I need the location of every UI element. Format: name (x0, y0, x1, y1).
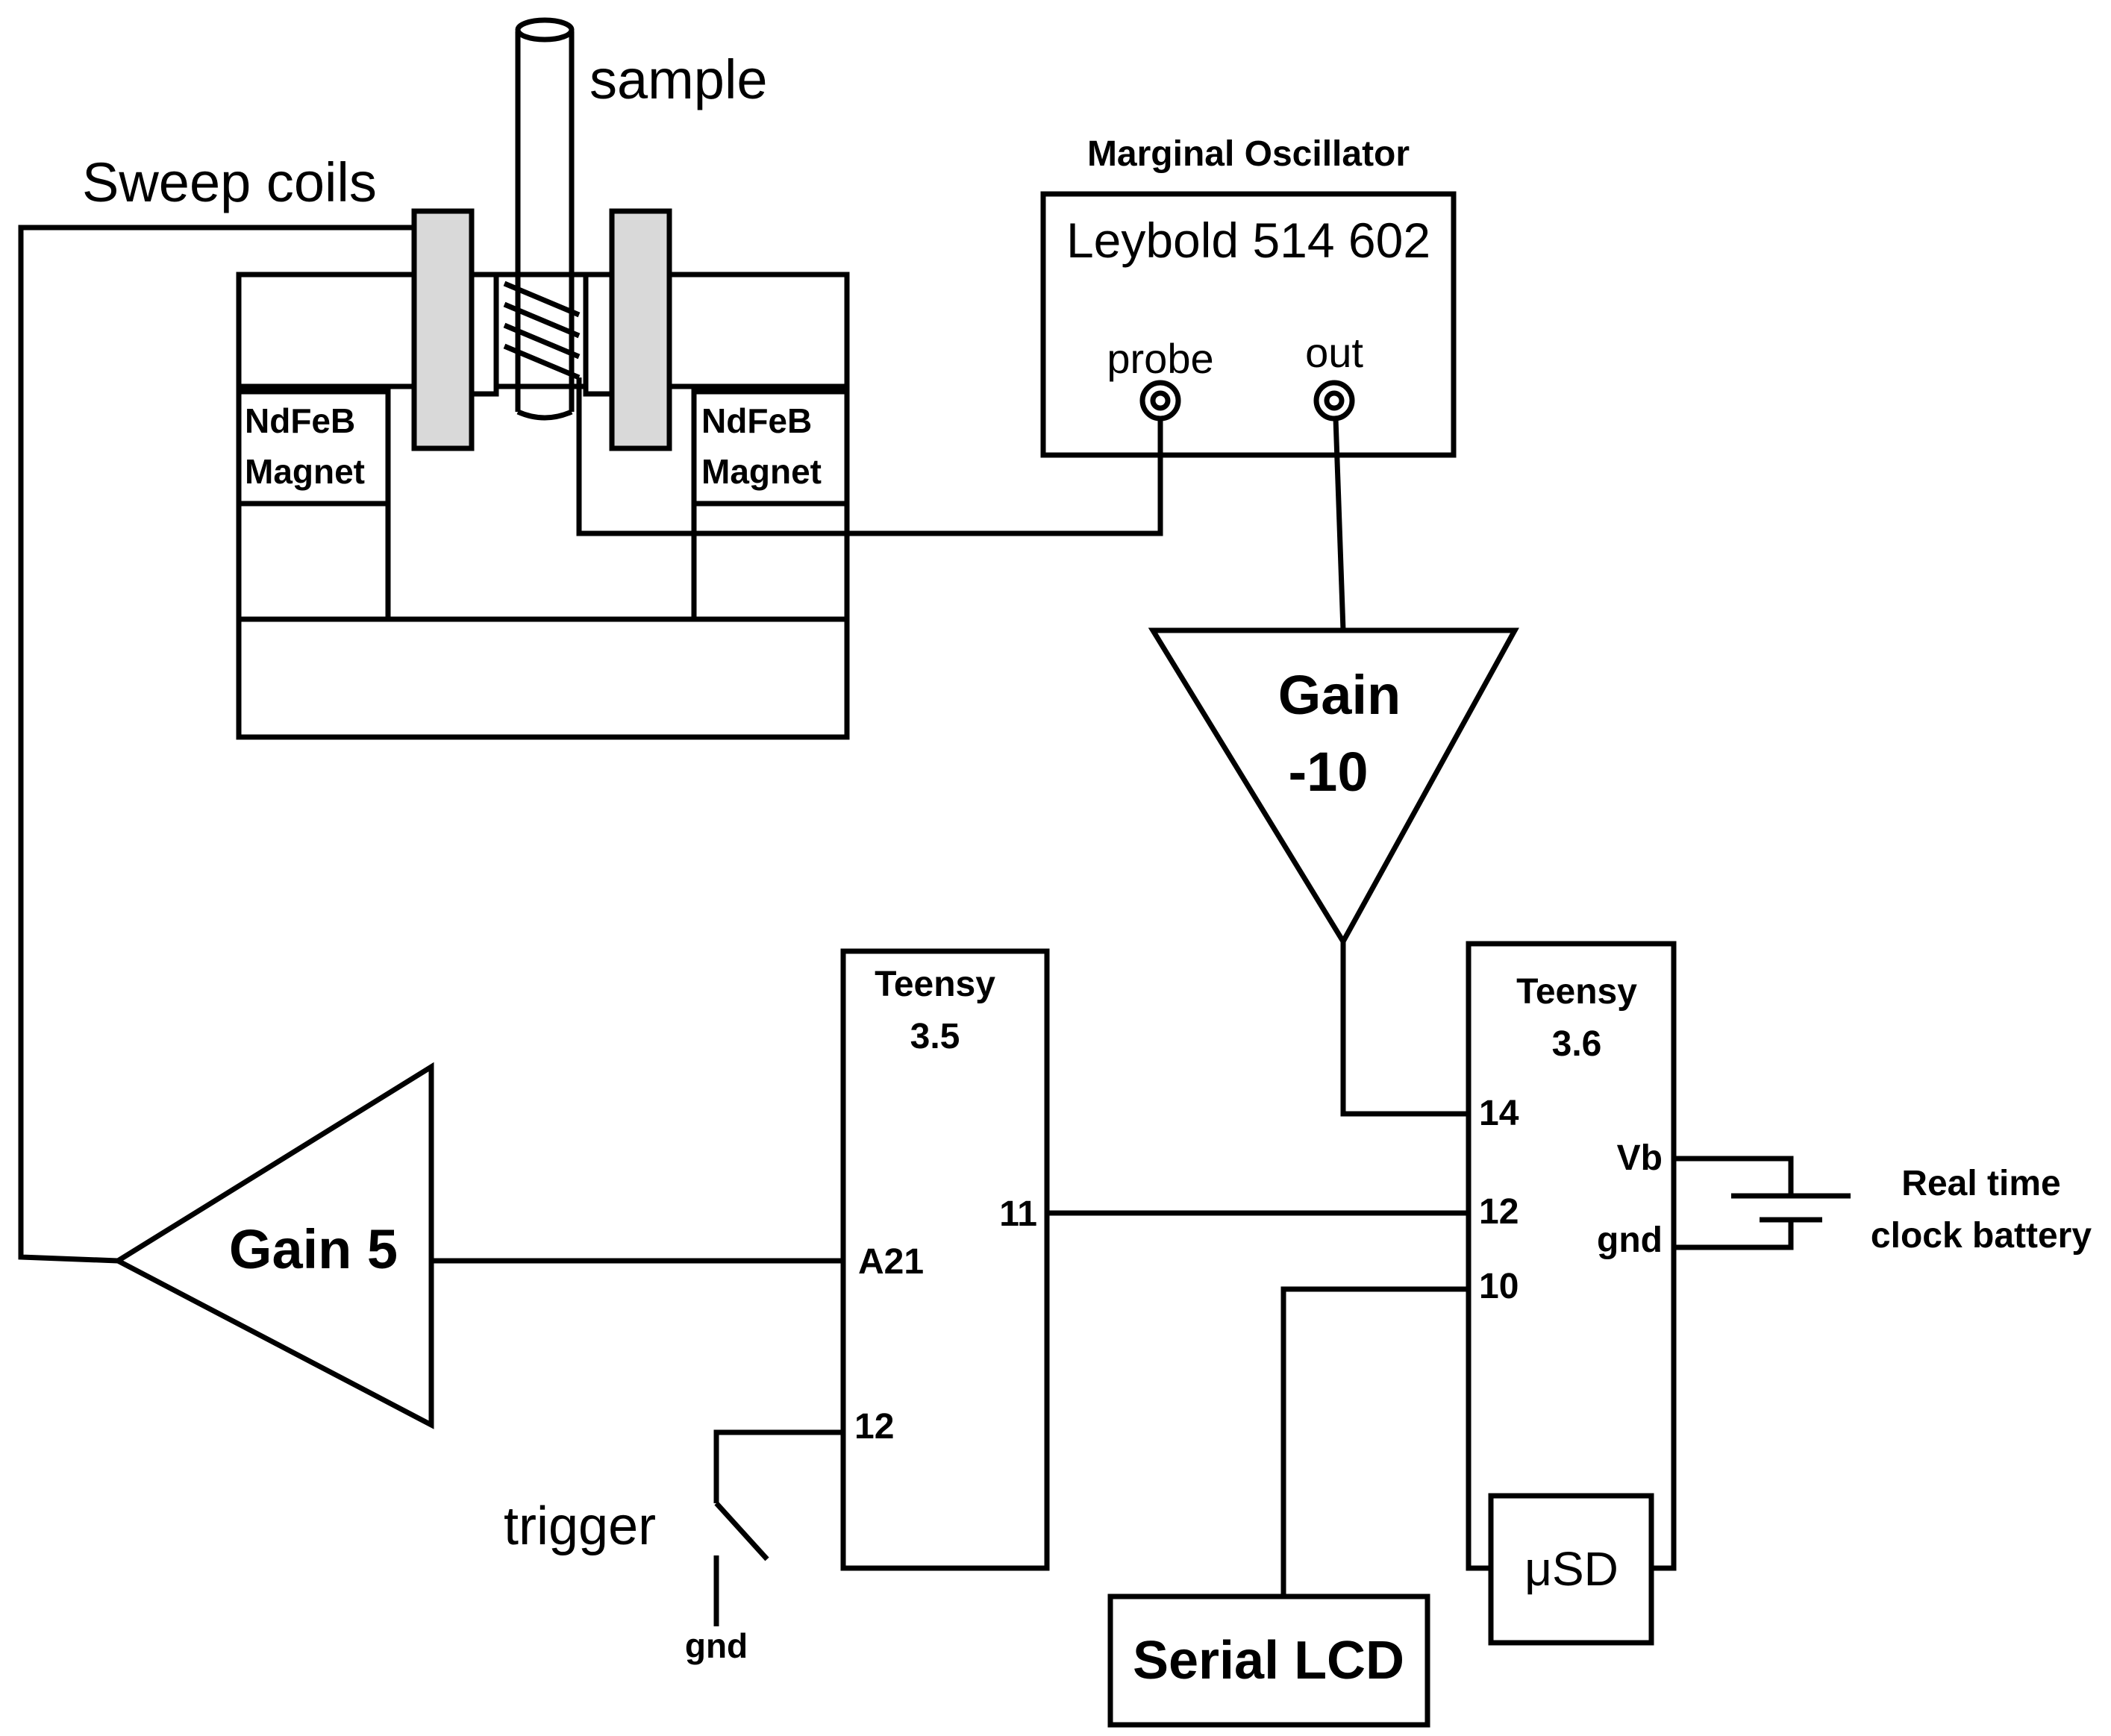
oscillator-title: Marginal Oscillator (1087, 134, 1410, 174)
magnet-left-label-1: NdFeB (245, 401, 355, 440)
teensy-3-6-pin-10: 10 (1479, 1267, 1519, 1306)
teensy-3-6-label-2: 3.6 (1552, 1024, 1602, 1064)
sweep-coil-left (411, 208, 475, 451)
teensy-3-5-board (840, 948, 1050, 1571)
teensy-3-6-pin-gnd: gnd (1597, 1220, 1663, 1260)
sample-tube (503, 17, 581, 421)
marginal-oscillator (1040, 191, 1457, 458)
teensy-3-6-pin-vb: Vb (1617, 1138, 1663, 1178)
teensy-3-5-pin-11: 11 (999, 1194, 1037, 1234)
teensy-3-5-pin-12: 12 (854, 1407, 894, 1447)
serial-lcd-label: Serial LCD (1133, 1631, 1404, 1690)
usd-label: μSD (1524, 1542, 1619, 1596)
oscillator-box (1040, 191, 1457, 458)
trigger-label: trigger (504, 1497, 656, 1556)
wire-pin10-to-serial-lcd (1280, 1286, 1469, 1596)
magnet-right-lower (691, 501, 850, 622)
magnet-yoke-top (236, 272, 850, 389)
teensy-3-5-label-1: Teensy (875, 965, 995, 1004)
teensy-3-6-board (1466, 941, 1677, 1571)
probe-label: probe (1107, 335, 1213, 382)
wire-sweep-coils-to-gain5 (18, 225, 414, 1264)
ndfeb-magnet-left (236, 389, 391, 507)
magnet-right-label-2: Magnet (701, 452, 822, 491)
oscillator-model: Leybold 514 602 (1066, 213, 1430, 268)
teensy-3-5-pin-a21: A21 (858, 1242, 924, 1282)
trigger-gnd-label: gnd (685, 1626, 748, 1665)
gain-minus10-label-1: Gain (1278, 664, 1401, 726)
gain-5-label: Gain 5 (229, 1218, 398, 1280)
sweep-coils-label: Sweep coils (82, 151, 377, 213)
out-jack (1313, 380, 1355, 422)
magnet-left-lower (236, 501, 391, 622)
wiring (18, 225, 1794, 1626)
pole-piece-right (583, 272, 615, 397)
wire-vb-to-battery (1674, 1156, 1794, 1196)
serial-lcd-box (1107, 1594, 1430, 1728)
labels: sample Sweep coils NdFeB Magnet NdFeB Ma… (82, 48, 2092, 1690)
ndfeb-magnet-right (691, 389, 850, 507)
battery-label-1: Real time (1901, 1164, 2060, 1203)
teensy-3-6-pin-12: 12 (1479, 1192, 1519, 1232)
magnet-right-label-1: NdFeB (701, 401, 812, 440)
sweep-coil-right (609, 208, 672, 451)
gain-minus10-label-2: -10 (1289, 741, 1369, 803)
teensy-3-5-label-2: 3.5 (910, 1017, 960, 1056)
teensy-3-6-pin-14: 14 (1479, 1094, 1519, 1133)
trigger-switch-lever (714, 1501, 769, 1561)
pole-piece-left (467, 272, 499, 397)
out-label: out (1305, 329, 1363, 376)
magnet-yoke-bottom (236, 616, 850, 740)
rtc-battery-symbol (1731, 1193, 1851, 1223)
usd-card-slot (1488, 1493, 1654, 1646)
magnet-left-label-2: Magnet (245, 452, 365, 491)
teensy-3-6-label-1: Teensy (1516, 972, 1637, 1012)
battery-label-2: clock battery (1871, 1216, 2092, 1256)
wire-out-to-gain10 (1333, 418, 1346, 631)
magnet-assembly (236, 208, 850, 740)
wire-gain10-to-pin14 (1340, 941, 1469, 1117)
gain-minus10-amplifier (1148, 627, 1519, 947)
wire-pin12-to-trigger (713, 1429, 843, 1503)
probe-coil-windings (503, 281, 581, 380)
gain-5-amplifier (112, 1062, 434, 1429)
wire-gnd-to-battery (1674, 1220, 1794, 1250)
wire-probe-coil-to-probe-jack (576, 377, 1163, 536)
sample-label: sample (589, 48, 768, 110)
